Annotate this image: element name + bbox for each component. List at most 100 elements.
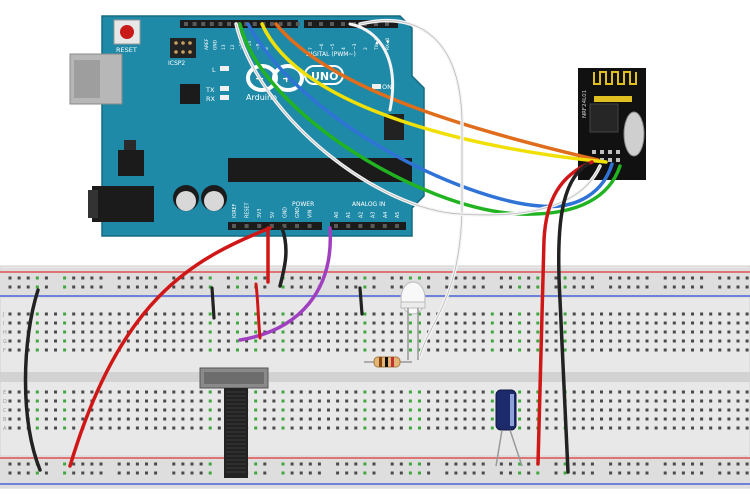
terminal-hole (217, 330, 221, 334)
rail-hole (590, 285, 594, 289)
terminal-hole (718, 417, 722, 421)
terminal-hole (527, 321, 531, 325)
rail-hole (554, 471, 558, 475)
terminal-hole (518, 399, 522, 403)
terminal-hole (35, 339, 39, 343)
terminal-hole (518, 312, 522, 316)
terminal-hole (645, 312, 649, 316)
terminal-hole (627, 312, 631, 316)
terminal-hole (226, 330, 230, 334)
terminal-hole (281, 330, 285, 334)
terminal-hole (317, 339, 321, 343)
rail-hole (390, 285, 394, 289)
terminal-hole (445, 312, 449, 316)
row-letter: E (3, 390, 6, 396)
rail-hole (609, 471, 613, 475)
rail-hole (581, 471, 585, 475)
rail-hole (126, 462, 130, 466)
terminal-hole (609, 426, 613, 430)
terminal-hole (308, 426, 312, 430)
terminal-hole (600, 408, 603, 412)
terminal-hole (345, 348, 349, 352)
rail-hole (145, 276, 148, 280)
terminal-hole (536, 390, 540, 394)
terminal-hole (190, 417, 194, 421)
terminal-hole (99, 417, 103, 421)
terminal-hole (90, 330, 94, 334)
wires (23, 18, 622, 474)
terminal-hole (490, 390, 494, 394)
rail-hole (145, 285, 148, 289)
terminal-hole (272, 312, 276, 316)
terminal-hole (481, 399, 485, 403)
terminal-hole (35, 426, 39, 430)
rail-hole (90, 462, 94, 466)
terminal-hole (408, 348, 412, 352)
terminal-hole (463, 339, 467, 343)
terminal-hole (481, 408, 485, 412)
terminal-hole (308, 339, 312, 343)
terminal-hole (190, 339, 194, 343)
terminal-hole (181, 426, 185, 430)
rail-hole (372, 471, 376, 475)
terminal-hole (236, 348, 239, 352)
rail-hole (35, 285, 39, 289)
terminal-hole (590, 321, 594, 325)
analog-pin-label: A1 (346, 212, 352, 218)
terminal-hole (208, 321, 212, 325)
rail-hole (727, 276, 731, 280)
rail-hole (445, 462, 449, 466)
rail-hole (663, 276, 667, 280)
terminal-hole (63, 339, 67, 343)
rail-hole (563, 471, 567, 475)
rail-hole (17, 462, 21, 466)
terminal-hole (263, 348, 267, 352)
rail-hole (354, 462, 358, 466)
terminal-hole (718, 330, 722, 334)
black-wire-nrf (556, 162, 590, 474)
terminal-hole (645, 321, 649, 325)
rail-hole (72, 276, 76, 280)
terminal-hole (418, 408, 421, 412)
rail-hole (354, 285, 358, 289)
terminal-hole (408, 408, 412, 412)
usb-chip (180, 84, 200, 104)
rail-hole (418, 462, 421, 466)
terminal-hole (418, 399, 421, 403)
rail-hole (126, 276, 130, 280)
rail-hole (518, 285, 522, 289)
terminal-hole (126, 399, 130, 403)
terminal-hole (145, 339, 148, 343)
rail-hole (372, 462, 376, 466)
terminal-hole (44, 321, 48, 325)
terminal-hole (445, 348, 449, 352)
terminal-hole (590, 399, 594, 403)
rail-hole (691, 285, 694, 289)
rail-hole (736, 471, 740, 475)
terminal-hole (590, 408, 594, 412)
terminal-hole (299, 330, 303, 334)
terminal-hole (208, 426, 212, 430)
terminal-hole (63, 312, 67, 316)
rail-hole (390, 276, 394, 280)
terminal-hole (390, 339, 394, 343)
terminal-hole (736, 390, 740, 394)
terminal-hole (26, 390, 30, 394)
terminal-hole (427, 426, 431, 430)
terminal-hole (472, 426, 476, 430)
green-wire (238, 22, 622, 216)
terminal-hole (381, 330, 385, 334)
digital-pin-label: ~9 (256, 43, 262, 50)
terminal-hole (154, 426, 158, 430)
terminal-hole (609, 339, 613, 343)
rail-hole (518, 276, 522, 280)
terminal-hole (663, 399, 667, 403)
rail-hole (8, 462, 12, 466)
rail-hole (336, 471, 340, 475)
terminal-hole (272, 330, 276, 334)
terminal-hole (727, 390, 731, 394)
terminal-hole (381, 339, 385, 343)
terminal-hole (700, 426, 704, 430)
rail-hole (636, 276, 640, 280)
